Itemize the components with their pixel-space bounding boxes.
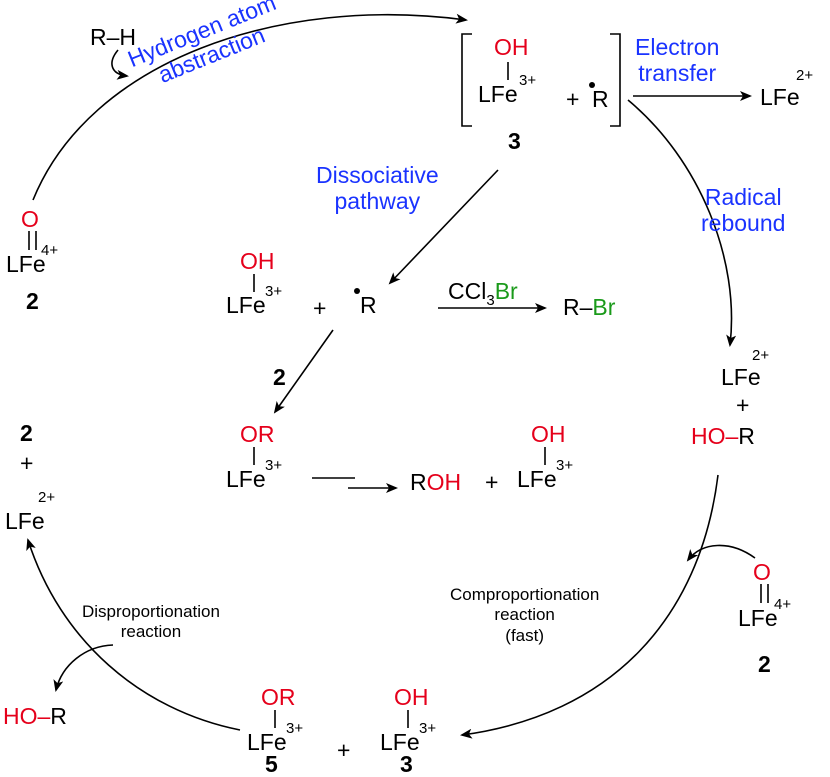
- mid-lower-charge: 3+: [265, 457, 283, 474]
- reagent-ccl3br: CCl3Br: [448, 278, 518, 309]
- ccl-text: CCl: [448, 278, 487, 304]
- product-roh: ROH: [410, 471, 461, 494]
- hor-bl-r: R: [50, 703, 67, 729]
- compro-line1: Comproportionation: [450, 585, 600, 604]
- left-plus: +: [20, 450, 34, 476]
- et-line2: transfer: [638, 60, 717, 87]
- mid-right-charge: 3+: [556, 457, 574, 474]
- ferryl-left-o: O: [21, 206, 39, 232]
- rebound-plus: +: [736, 392, 750, 418]
- comproportionation-label: Comproportionation reaction (fast): [450, 585, 599, 646]
- rebound-product-charge: 2+: [752, 347, 770, 364]
- bracket-left: [461, 33, 472, 127]
- left-lfe: LFe: [5, 508, 45, 534]
- arrow-comproportionation: [460, 474, 719, 739]
- roh-r: R: [410, 469, 427, 495]
- mid-charge: 3+: [265, 283, 283, 300]
- radical-dot-mid: [354, 288, 360, 294]
- compro-line3: (fast): [505, 625, 545, 645]
- arrow-dissociative: [388, 169, 499, 285]
- int3-lfe: LFe: [478, 81, 518, 107]
- mid-lower-lfe: LFe: [226, 466, 266, 492]
- arrow-radical-rebound: [627, 99, 737, 347]
- mid-right-oh: OH: [531, 421, 566, 447]
- mid-lower-or: OR: [240, 421, 275, 447]
- arrow-to-ferryl-ether: [273, 329, 334, 414]
- rebound-alcohol: HO–R: [691, 425, 755, 448]
- et-product-lfe: LFe: [760, 84, 800, 110]
- bottom-oh: OH: [394, 684, 429, 710]
- substrate-rh: R–H: [90, 24, 137, 50]
- rebound-line2: rebound: [701, 210, 786, 237]
- dispro-line1: Disproportionation: [82, 602, 220, 621]
- mid-right-lfe: LFe: [517, 466, 557, 492]
- arrow-hat-cycle: [32, 13, 468, 201]
- bottom-lfe-5: LFe: [247, 729, 287, 755]
- ccl-subscript: 3: [486, 292, 495, 309]
- rebound-product-lfe: LFe: [721, 364, 761, 390]
- int3-plus: +: [566, 86, 580, 112]
- hor-bottom-left: HO–R: [3, 705, 67, 728]
- et-product-charge: 2+: [796, 67, 814, 84]
- rebound-line1: Radical: [704, 184, 782, 210]
- et-line1: Electron: [635, 34, 720, 60]
- rebound-ho: HO–: [691, 423, 739, 449]
- ferryl-right-charge: 4+: [774, 596, 792, 613]
- rbr-br: Br: [592, 294, 616, 320]
- ccl-br: Br: [494, 278, 518, 304]
- bottom-charge-5: 3+: [286, 720, 304, 737]
- bracket-right: [610, 33, 621, 127]
- compound-2-left-lower: 2: [20, 420, 33, 446]
- roh-oh: OH: [426, 469, 462, 495]
- mid-plus: +: [313, 295, 327, 321]
- arrow-rh-in: [111, 49, 129, 80]
- disproportionation-label: Disproportionation reaction: [82, 602, 220, 643]
- radical-rebound-label: Radical rebound: [701, 184, 785, 237]
- electron-transfer-label: Electron transfer: [635, 34, 719, 87]
- compound-3-bottom: 3: [400, 751, 413, 777]
- mid-radical-r: R: [360, 292, 377, 318]
- compound-2-right: 2: [758, 651, 771, 677]
- radical-dot-top: [589, 82, 595, 88]
- compound-2-mid: 2: [273, 364, 286, 390]
- int3-charge: 3+: [519, 72, 537, 89]
- bottom-charge-3: 3+: [419, 720, 437, 737]
- ferryl-left-charge: 4+: [41, 242, 59, 259]
- diss-line1: Dissociative: [316, 162, 439, 188]
- arrow-ferryl-in: [686, 544, 756, 562]
- int3-radical-r: R: [592, 86, 609, 112]
- diss-line2: pathway: [334, 188, 421, 215]
- ferryl-right-o: O: [753, 559, 771, 585]
- bottom-or: OR: [261, 684, 296, 710]
- left-lfe-charge: 2+: [38, 489, 56, 506]
- rbr-r: R–: [563, 294, 593, 320]
- arrow-hor-out: [53, 644, 114, 692]
- compound-2-left: 2: [26, 288, 39, 314]
- bottom-lfe-3: LFe: [380, 729, 420, 755]
- dissociative-label: Dissociative pathway: [316, 162, 439, 215]
- ferryl-left-lfe: LFe: [6, 251, 46, 277]
- rebound-r: R: [738, 423, 755, 449]
- hor-bl-ho: HO–: [3, 703, 51, 729]
- compound-3-top: 3: [508, 128, 521, 154]
- mid-oh: OH: [240, 248, 275, 274]
- arrow-disproportionation: [26, 538, 241, 731]
- dispro-line2: reaction: [120, 622, 182, 642]
- compro-line2: reaction: [494, 605, 555, 625]
- bottom-plus: +: [337, 737, 351, 763]
- ferryl-right-lfe: LFe: [738, 605, 778, 631]
- product-rbr: R–Br: [563, 296, 615, 319]
- roh-plus: +: [485, 469, 499, 495]
- mid-lfe: LFe: [226, 292, 266, 318]
- compound-5: 5: [265, 751, 278, 777]
- int3-oh: OH: [494, 34, 529, 60]
